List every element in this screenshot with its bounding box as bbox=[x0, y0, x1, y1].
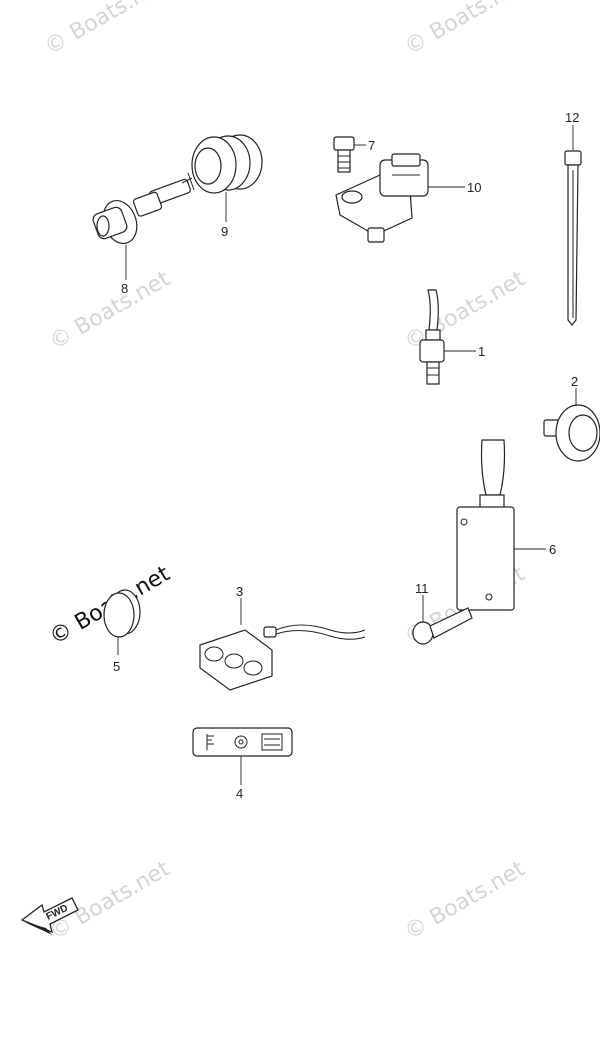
label-7: 7 bbox=[368, 138, 375, 153]
label-10: 10 bbox=[467, 180, 481, 195]
part-8-sensor[interactable] bbox=[91, 172, 195, 248]
part-9-grommet[interactable] bbox=[191, 134, 263, 194]
part-1-temp-sensor[interactable] bbox=[419, 289, 445, 385]
label-9: 9 bbox=[221, 224, 228, 239]
part-5-plug[interactable] bbox=[103, 589, 141, 638]
watermark: © Boats.net bbox=[401, 0, 530, 60]
label-2: 2 bbox=[571, 374, 578, 389]
watermark: © Boats.net bbox=[401, 856, 530, 945]
label-4: 4 bbox=[236, 786, 243, 801]
watermarks: © Boats.net © Boats.net © Boats.net © Bo… bbox=[41, 0, 530, 945]
watermark: © Boats.net bbox=[46, 856, 175, 945]
part-12-cable-tie[interactable] bbox=[564, 150, 582, 326]
part-3-indicator[interactable] bbox=[199, 624, 366, 691]
label-3: 3 bbox=[236, 584, 243, 599]
part-4-decal[interactable] bbox=[192, 727, 293, 757]
label-1: 1 bbox=[478, 344, 485, 359]
label-6: 6 bbox=[549, 542, 556, 557]
part-6-box-sensor[interactable] bbox=[456, 439, 515, 611]
label-5: 5 bbox=[113, 659, 120, 674]
part-11-bolt[interactable] bbox=[412, 607, 473, 645]
part-10-map-sensor[interactable] bbox=[335, 153, 429, 243]
watermark: © Boats.net bbox=[46, 266, 175, 355]
label-11: 11 bbox=[415, 581, 429, 596]
watermark: © Boats.net bbox=[41, 0, 170, 60]
part-7-bolt[interactable] bbox=[333, 136, 355, 173]
label-12: 12 bbox=[565, 110, 579, 125]
label-8: 8 bbox=[121, 281, 128, 296]
part-2-knock-sensor[interactable] bbox=[543, 404, 600, 462]
